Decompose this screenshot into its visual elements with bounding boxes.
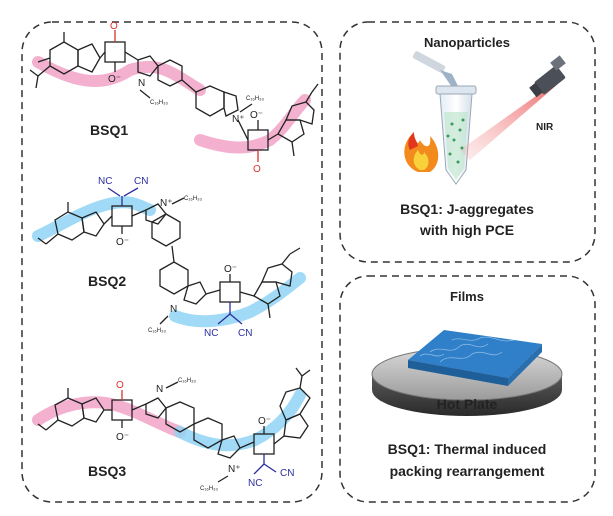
left-panel-border [21, 21, 323, 503]
nanoparticles-caption-line2: with high PCE [419, 222, 514, 238]
nanoparticles-panel-border [339, 21, 596, 263]
bsq1-o-minus: O⁻ [108, 74, 121, 85]
bsq2-blue-highlight [32, 196, 306, 328]
bsq3-carbonyl-o: O [116, 380, 124, 391]
bsq1-alkyl-2: C₁₆H₃₃ [246, 96, 265, 102]
bsq2-nitrogen: N [170, 304, 177, 315]
bsq3-o-minus: O⁻ [116, 432, 129, 443]
bsq3-o-minus-2: O⁻ [258, 416, 271, 427]
bsq3-alkyl-2: C₁₆H₃₃ [200, 486, 219, 492]
bsq3-n-plus: N⁺ [228, 464, 241, 475]
bsq3-structure: O O⁻ N C₁₆H₃₃ N⁺ C₁₆H₃₃ O⁻ NC CN [32, 367, 311, 492]
bsq3-blue-highlight [174, 389, 306, 452]
bsq2-alkyl-2: C₁₆H₃₃ [148, 328, 167, 334]
bsq2-alkyl-1: C₁₆H₃₃ [184, 196, 203, 202]
nanoparticles-caption-line1: BSQ1: J-aggregates [400, 201, 534, 217]
bsq1-o-minus-2: O⁻ [250, 110, 263, 121]
bsq1-carbonyl-o: O [110, 21, 118, 32]
bsq1-pink-highlight [32, 56, 311, 154]
bsq3-alkyl-1: C₁₆H₃₃ [178, 378, 197, 384]
bsq2-label: BSQ2 [88, 273, 126, 289]
films-title: Films [450, 289, 484, 304]
bsq1-structure: O O⁻ N C₁₆H₃₃ N⁺ C₁₆H₃₃ O⁻ O [29, 21, 319, 175]
bsq3-nitrogen: N [156, 384, 163, 395]
films-caption-line1: BSQ1: Thermal induced [388, 441, 547, 457]
bsq1-carbonyl-o-2: O [253, 164, 261, 175]
flame-icon [404, 132, 439, 172]
bsq3-nc: NC [248, 478, 262, 489]
bsq3-pink-highlight [32, 396, 186, 438]
bsq3-cn: CN [280, 468, 294, 479]
pipette-icon [412, 51, 458, 90]
nir-laser-icon [460, 55, 566, 160]
bsq2-n-plus: N⁺ [160, 198, 173, 209]
bsq3-label: BSQ3 [88, 463, 126, 479]
bsq2-o-minus-2: O⁻ [224, 264, 237, 275]
films-caption-line2: packing rearrangement [390, 463, 545, 479]
bsq1-n-plus: N⁺ [232, 114, 245, 125]
nanoparticles-title: Nanoparticles [424, 35, 510, 50]
films-panel-border [339, 275, 596, 503]
bsq1-nitrogen: N [138, 78, 145, 89]
bsq2-structure: NC CN O⁻ N⁺ C₁₆H₃₃ N C₁₆H₃₃ O⁻ [32, 176, 306, 339]
film-sample-icon [408, 330, 542, 386]
bsq2-o-minus: O⁻ [116, 237, 129, 248]
bsq2-cn-top: CN [134, 176, 148, 187]
hot-plate-label: Hot Plate [437, 396, 498, 412]
bsq2-nc-top: NC [98, 176, 112, 187]
eppendorf-tube-icon [435, 85, 477, 185]
bsq2-nc-bottom: NC [204, 328, 218, 339]
bsq1-label: BSQ1 [90, 122, 128, 138]
bsq1-alkyl-1: C₁₆H₃₃ [150, 100, 169, 106]
nir-label: NIR [536, 122, 554, 133]
bsq2-cn-bottom: CN [238, 328, 252, 339]
